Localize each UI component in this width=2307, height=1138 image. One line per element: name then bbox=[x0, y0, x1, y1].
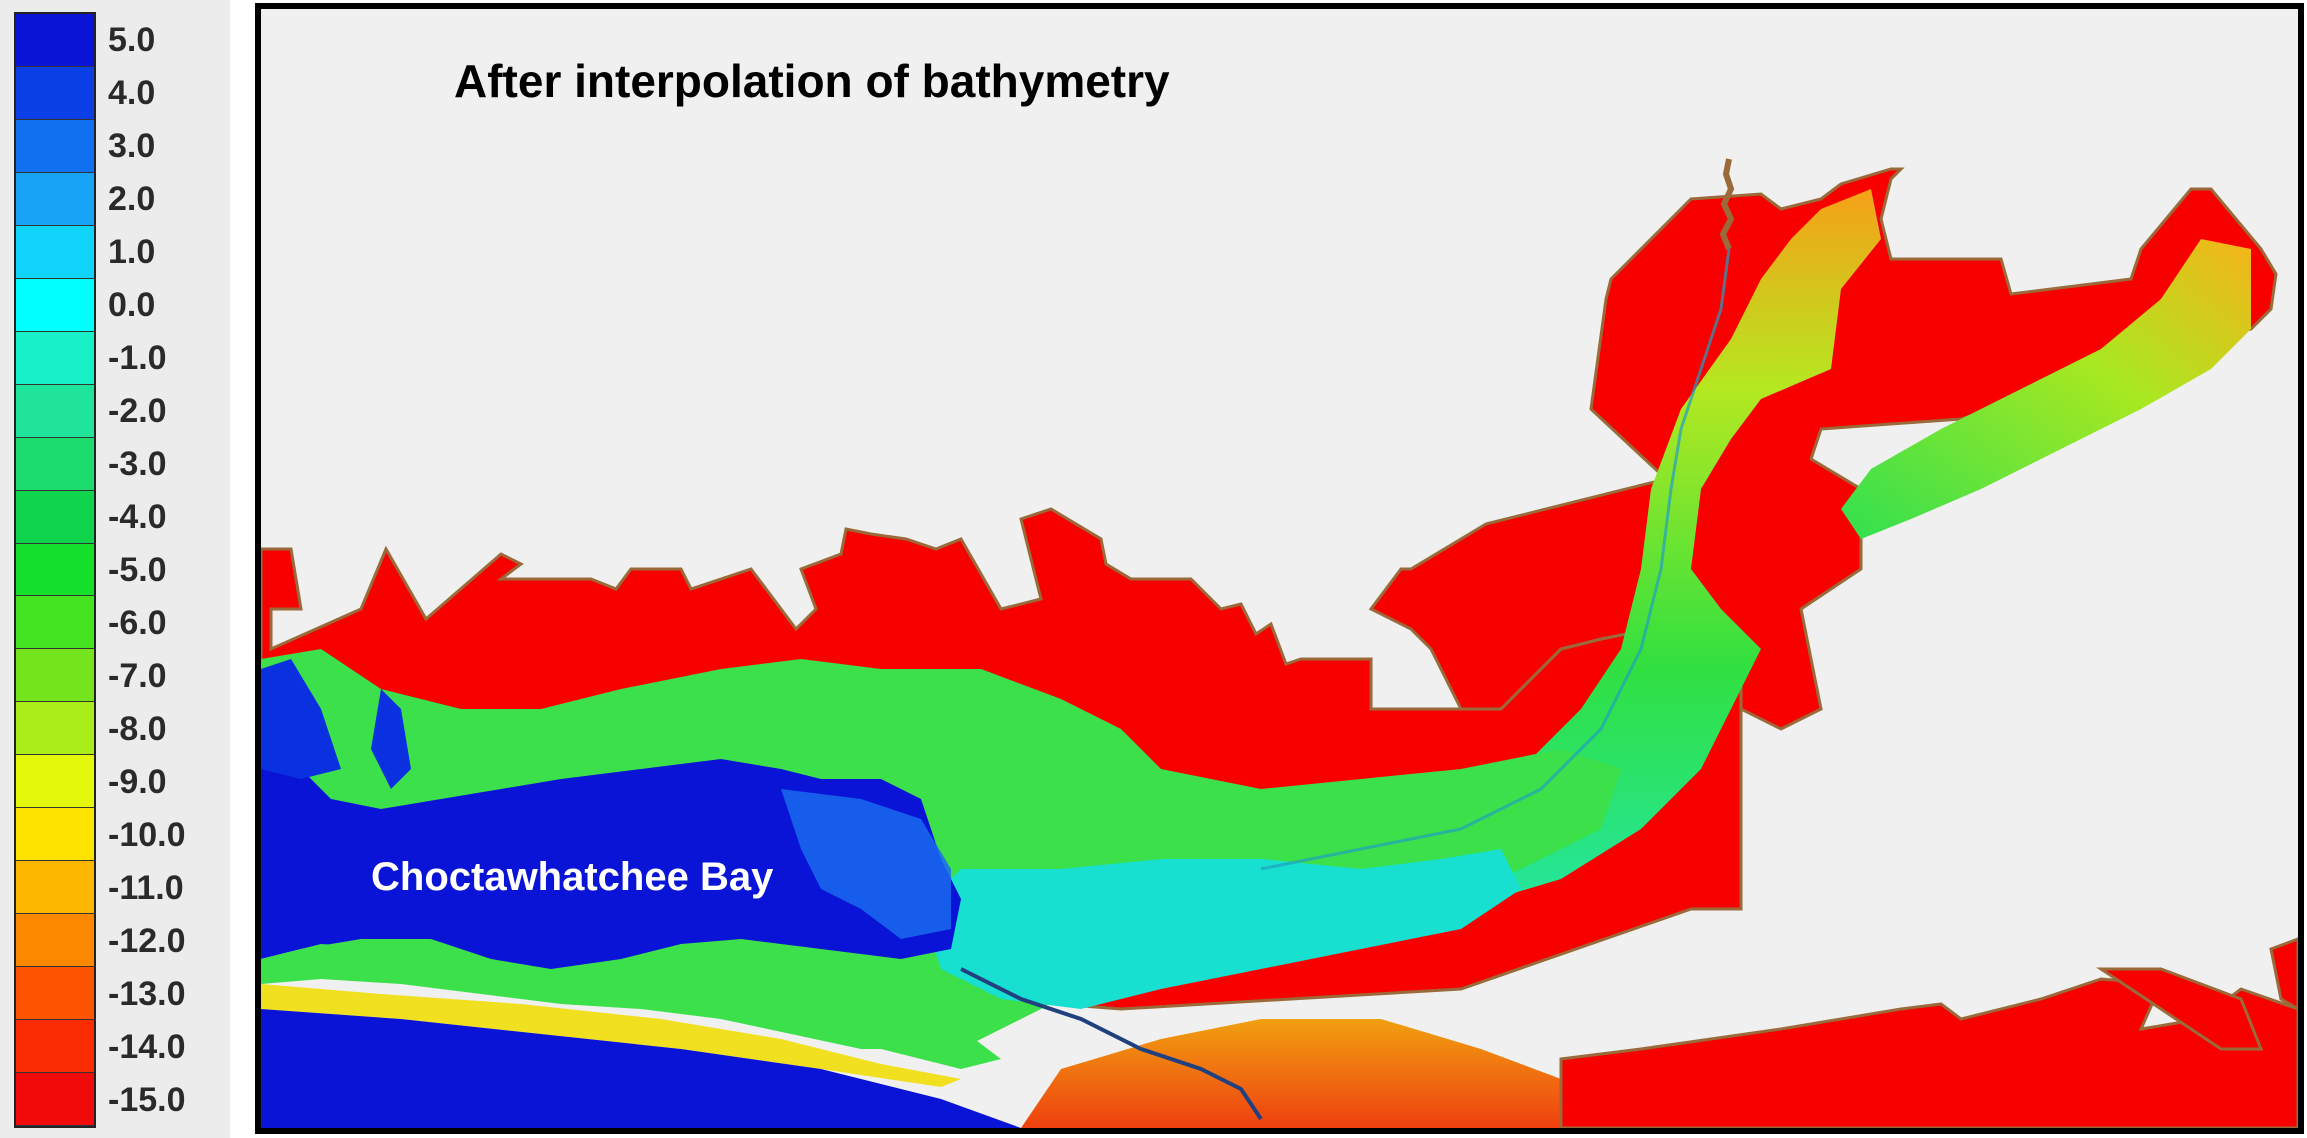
legend-label: -1.0 bbox=[108, 339, 167, 378]
map-view[interactable]: After interpolation of bathymetry Chocta… bbox=[255, 3, 2304, 1134]
legend-label: 1.0 bbox=[108, 233, 156, 272]
legend-swatch bbox=[16, 1073, 94, 1126]
legend-label: -5.0 bbox=[108, 551, 167, 589]
bay-west-inlet bbox=[261, 659, 411, 789]
legend-swatch bbox=[16, 808, 94, 862]
legend-swatch bbox=[16, 596, 94, 650]
choctawhatchee-bay bbox=[261, 759, 961, 969]
legend-label: -8.0 bbox=[108, 709, 167, 748]
upland-terrain-far-east bbox=[2096, 937, 2298, 1051]
legend-swatch bbox=[16, 331, 94, 385]
legend-swatch bbox=[16, 861, 94, 915]
legend-color-bar bbox=[14, 12, 96, 1128]
legend-swatch bbox=[16, 1020, 94, 1074]
legend-swatch bbox=[16, 119, 94, 173]
intracoastal-waterway bbox=[960, 967, 1263, 1121]
legend-label: 3.0 bbox=[108, 127, 156, 166]
legend-swatch bbox=[16, 225, 94, 279]
river-valley bbox=[981, 189, 1881, 989]
legend-label: -14.0 bbox=[108, 1027, 186, 1066]
legend-label: -15.0 bbox=[108, 1080, 186, 1119]
legend-label: -11.0 bbox=[108, 868, 184, 907]
legend-swatch bbox=[16, 702, 94, 756]
legend-swatch bbox=[16, 649, 94, 703]
legend-label: 5.0 bbox=[108, 21, 156, 60]
legend-swatch bbox=[16, 278, 94, 332]
bay-channel bbox=[781, 789, 951, 939]
legend-swatch bbox=[16, 967, 94, 1021]
river-thalweg bbox=[1260, 248, 1731, 871]
legend-swatch bbox=[16, 490, 94, 544]
legend-label: -2.0 bbox=[108, 392, 167, 431]
legend-swatch bbox=[16, 66, 94, 120]
river-channel bbox=[1719, 158, 1735, 251]
gulf-of-mexico bbox=[261, 1009, 1021, 1128]
legend-swatch bbox=[16, 14, 94, 67]
legend-label: 0.0 bbox=[108, 286, 156, 325]
shallow-water bbox=[921, 849, 1521, 1009]
legend-label: -13.0 bbox=[108, 974, 186, 1013]
barrier-island bbox=[261, 944, 1001, 1069]
legend-label: 4.0 bbox=[108, 74, 156, 113]
island-dune bbox=[261, 984, 961, 1087]
legend-label: -6.0 bbox=[108, 603, 167, 642]
legend-label: -10.0 bbox=[108, 815, 186, 854]
legend-swatch bbox=[16, 755, 94, 809]
legend-swatch bbox=[16, 543, 94, 597]
bay-label: Choctawhatchee Bay bbox=[371, 855, 774, 899]
upland-terrain-southeast bbox=[1559, 977, 2298, 1128]
legend-label: -7.0 bbox=[108, 656, 167, 695]
legend-panel: 5.0 4.0 3.0 2.0 1.0 0.0 -1.0 -2.0 -3.0 -4.0 -5.0 -6… bbox=[0, 0, 230, 1138]
upland-terrain-south bbox=[1021, 1019, 1561, 1128]
legend-swatch bbox=[16, 384, 94, 438]
legend-label: -3.0 bbox=[108, 445, 167, 484]
map-title: After interpolation of bathymetry bbox=[454, 55, 1170, 107]
legend-swatch bbox=[16, 437, 94, 491]
legend-label: -12.0 bbox=[108, 921, 186, 960]
legend-label: -4.0 bbox=[108, 498, 167, 537]
legend-label: -9.0 bbox=[108, 762, 167, 801]
legend-label: 2.0 bbox=[108, 180, 156, 219]
legend-swatch bbox=[16, 914, 94, 968]
legend-swatch bbox=[16, 172, 94, 226]
river-valley-east bbox=[1841, 239, 2251, 539]
bathymetry-map bbox=[261, 158, 2298, 1128]
